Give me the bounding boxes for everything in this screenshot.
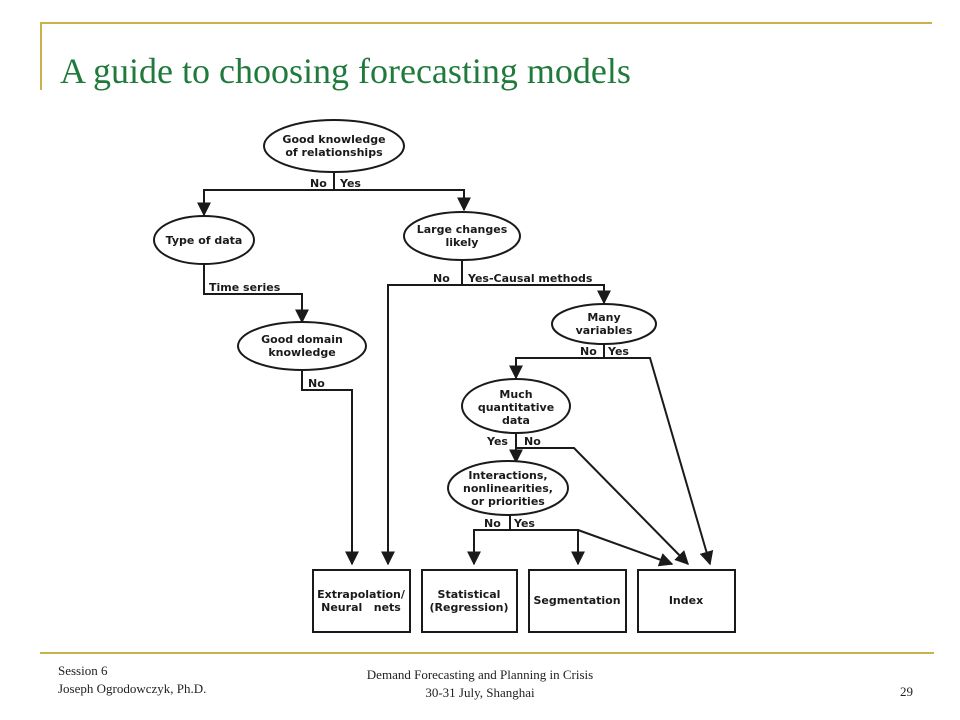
footer-rule [40, 652, 934, 654]
node-label: likely [446, 236, 479, 249]
node-good-knowledge-relationships [263, 119, 405, 173]
edge-label-no: No [484, 517, 501, 530]
frame-top-rule [40, 22, 932, 24]
edge-label-yes: Yes [607, 345, 629, 358]
svg-text:Type of data: Type of data [166, 234, 243, 247]
node-label: variables [576, 324, 633, 337]
outcome-label: Extrapolation/ [317, 588, 406, 601]
edge-label-no: No [310, 177, 327, 190]
connector-lines [197, 172, 714, 567]
edge-label-no: No [524, 435, 541, 448]
svg-text:Statistical(Regression): Statistical(Regression) [430, 588, 509, 614]
edge-label-time-series: Time series [209, 281, 281, 294]
edge-label-no: No [580, 345, 597, 358]
node-label: or priorities [471, 495, 545, 508]
node-type-of-data [153, 215, 255, 265]
node-label: knowledge [268, 346, 335, 359]
node-label: Type of data [166, 234, 243, 247]
slide-title: A guide to choosing forecasting models [60, 51, 631, 91]
node-interactions [447, 460, 569, 516]
node-good-domain-knowledge [237, 321, 367, 371]
outcome-label: (Regression) [430, 601, 509, 614]
footer-center: Demand Forecasting and Planning in Crisi… [300, 666, 660, 702]
svg-text:Index: Index [669, 594, 703, 607]
footer-session: Session 6 [58, 663, 108, 678]
edge-label-yes: Yes [486, 435, 508, 448]
page-number: 29 [900, 684, 913, 699]
node-much-quantitative-data [461, 378, 571, 434]
outcome-label: Index [669, 594, 703, 607]
outcome-label: Segmentation [533, 594, 620, 607]
footer-author: Joseph Ogrodowczyk, Ph.D. [58, 681, 207, 696]
node-label: Good knowledge [282, 133, 385, 146]
node-large-changes-likely [403, 211, 521, 261]
footer-event: Demand Forecasting and Planning in Crisi… [366, 667, 594, 682]
outcome-label: Statistical [438, 588, 501, 601]
node-label: Large changes [417, 223, 508, 236]
box-index [637, 569, 736, 633]
edge-label-yes: Yes [513, 517, 535, 530]
node-label: Much [499, 388, 532, 401]
node-label: Good domain [261, 333, 343, 346]
frame-left-rule [40, 22, 42, 90]
node-label: of relationships [285, 146, 383, 159]
node-label: Interactions, [468, 469, 547, 482]
edge-label-yes: Yes [339, 177, 361, 190]
edge-label-no: No [433, 272, 450, 285]
svg-text:Segmentation: Segmentation [533, 594, 620, 607]
footer-left: Session 6 Joseph Ogrodowczyk, Ph.D. [58, 662, 206, 698]
box-segmentation [528, 569, 627, 633]
footer-dates: 30-31 July, Shanghai [425, 685, 535, 700]
edge-label-yes-causal: Yes-Causal methods [467, 272, 593, 285]
node-many-variables [551, 303, 657, 345]
node-label: nonlinearities, [463, 482, 553, 495]
node-label: quantitative [478, 401, 554, 414]
edge-label-no: No [308, 377, 325, 390]
node-label: data [502, 414, 530, 427]
svg-text:Extrapolation/Neural nets: Extrapolation/Neural nets [317, 588, 406, 614]
svg-text:Interactions,nonlinearities,or: Interactions,nonlinearities,or prioritie… [463, 469, 553, 508]
box-extrapolation [312, 569, 411, 633]
box-statistical [421, 569, 518, 633]
node-label: Many [587, 311, 620, 324]
outcome-label: Neural nets [321, 601, 401, 614]
